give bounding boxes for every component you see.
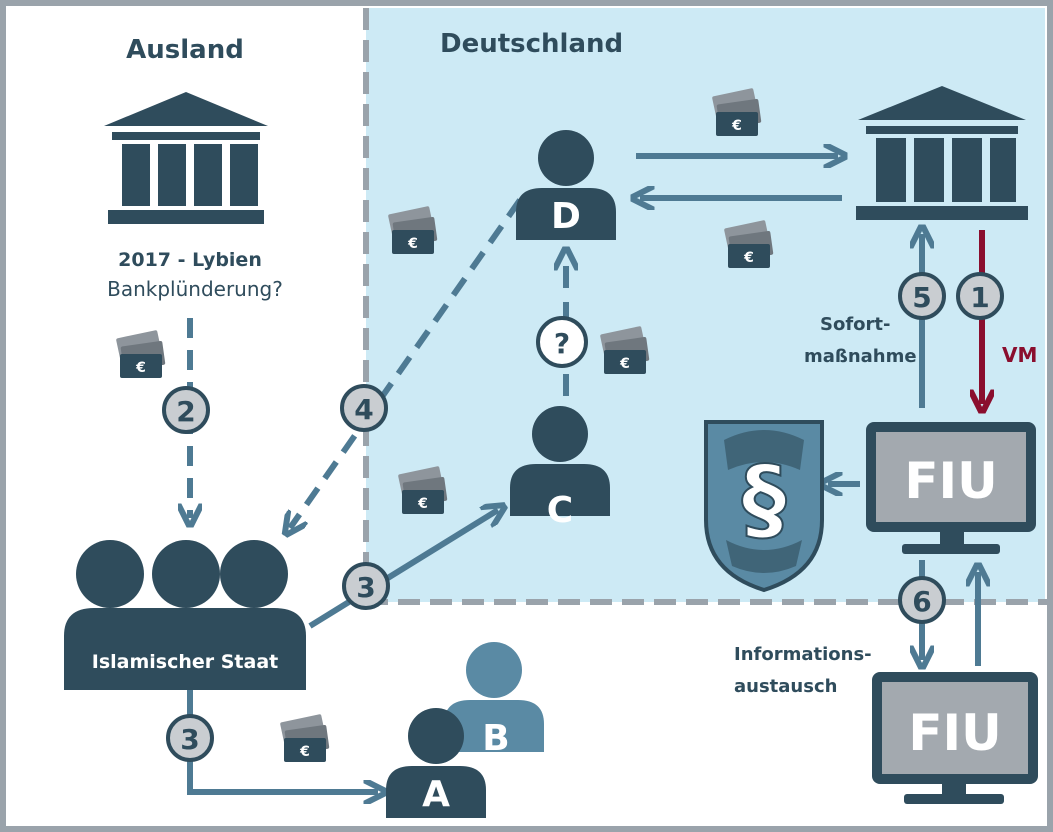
svg-text:€: € (407, 236, 418, 252)
svg-text:€: € (731, 118, 742, 134)
region-abroad-label: Ausland (126, 35, 244, 65)
svg-text:3: 3 (180, 723, 199, 756)
fiu-monitor-main (866, 422, 1036, 554)
svg-text:3: 3 (356, 571, 375, 604)
svg-text:€: € (619, 356, 630, 372)
svg-text:€: € (417, 496, 428, 512)
fiu-foreign-label: FIU (908, 704, 1001, 762)
svg-text:€: € (299, 744, 310, 760)
fiu-main-label: FIU (904, 452, 997, 510)
vm-label: VM (1002, 343, 1037, 367)
step-badge-3-to-c: 3 (342, 562, 390, 610)
step-badge-6: 6 (898, 576, 946, 624)
svg-text:4: 4 (354, 393, 373, 426)
foreign-bank-year-label: 2017 - Lybien (118, 249, 262, 271)
paragraph-icon: § (742, 447, 787, 552)
svg-text:?: ? (554, 327, 570, 360)
immediate-measure-line1: Sofort- (820, 314, 890, 335)
isis-group-icon (64, 540, 306, 690)
fiu-monitor-foreign (872, 672, 1038, 804)
money-icon-d-left: € (387, 205, 438, 254)
foreign-bank-icon (104, 92, 268, 224)
svg-text:€: € (135, 360, 146, 376)
person-d-label: D (551, 196, 581, 237)
svg-text:6: 6 (912, 585, 931, 618)
money-icon-c-left: € (397, 465, 448, 514)
money-icon-unknown: € (599, 325, 650, 374)
person-a-label: A (422, 774, 450, 815)
money-icon-top: € (711, 87, 762, 136)
person-c-label: C (547, 490, 573, 531)
arrow-3-to-c (308, 510, 498, 629)
step-badge-1: 1 (956, 272, 1004, 320)
step-badge-4: 4 (340, 384, 388, 432)
money-icon-a: € (279, 713, 330, 762)
step-badge-3-to-a: 3 (166, 714, 214, 762)
step-badge-5: 5 (898, 272, 946, 320)
person-b-label: B (482, 718, 509, 759)
isis-label: Islamischer Staat (92, 651, 278, 673)
immediate-measure-line2: maßnahme (804, 346, 917, 367)
money-icon-foreign: € (115, 329, 166, 378)
info-exchange-line2: austausch (734, 676, 837, 697)
step-badge-2: 2 (162, 386, 210, 434)
money-icon-return: € (723, 219, 774, 268)
german-bank-icon (856, 86, 1028, 220)
region-germany-label: Deutschland (440, 29, 623, 59)
eagle-shield-icon (704, 420, 824, 593)
info-exchange-line1: Informations- (734, 644, 872, 665)
svg-text:€: € (743, 250, 754, 266)
foreign-bank-event-label: Bankplünderung? (107, 277, 283, 301)
svg-text:5: 5 (912, 281, 931, 314)
svg-text:2: 2 (176, 395, 195, 428)
svg-text:1: 1 (970, 281, 989, 314)
arrow-4-dashed (290, 198, 523, 528)
unknown-transfer-badge: ? (536, 316, 588, 368)
